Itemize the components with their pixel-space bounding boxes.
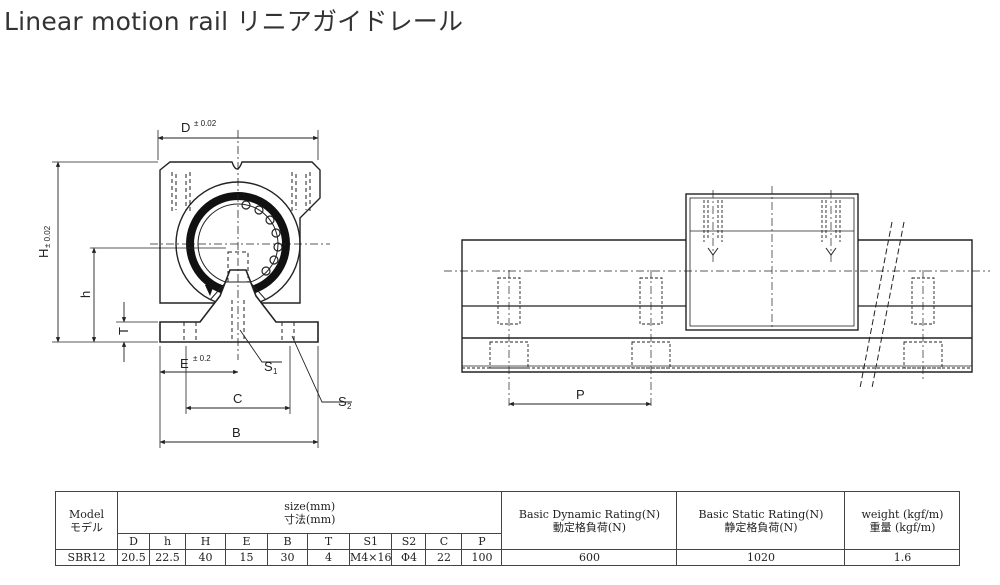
dim-S1-sub: 1 bbox=[273, 367, 278, 376]
static-rating-header-ja: 静定格負荷(N) bbox=[724, 520, 798, 534]
dim-D: D bbox=[181, 120, 190, 135]
static-rating-header-en: Basic Static Rating(N) bbox=[698, 507, 824, 521]
technical-drawing: D ± 0.02 H ± 0.02 h T E ± 0.2 S 1 S 2 C … bbox=[36, 119, 990, 448]
cross-section-view bbox=[52, 130, 352, 448]
model-header: Model モデル bbox=[55, 491, 118, 550]
col-header-B: B bbox=[267, 533, 308, 550]
page-title: Linear motion rail リニアガイドレール bbox=[4, 7, 464, 36]
dynamic-rating-header-ja: 動定格負荷(N) bbox=[552, 520, 627, 534]
dimension-labels: D ± 0.02 H ± 0.02 h T E ± 0.2 S 1 S 2 C … bbox=[36, 119, 352, 440]
dim-T: T bbox=[116, 327, 131, 335]
dynamic-rating-header-en: Basic Dynamic Rating(N) bbox=[518, 507, 661, 521]
col-header-E: E bbox=[225, 533, 268, 550]
cell-dynamic-rating: 600 bbox=[501, 549, 678, 566]
size-header-en: size(mm) bbox=[284, 499, 336, 513]
table-row: SBR12 20.5 22.5 40 15 30 4 M4×16 Φ4 22 1… bbox=[55, 549, 961, 566]
side-view bbox=[444, 186, 990, 408]
col-header-S1: S1 bbox=[348, 533, 393, 550]
cell-h: 22.5 bbox=[149, 549, 186, 566]
dim-S2-sub: 2 bbox=[347, 402, 352, 411]
dynamic-rating-header: Basic Dynamic Rating(N) 動定格負荷(N) bbox=[501, 491, 678, 550]
dim-S1: S bbox=[264, 359, 273, 374]
dim-h: h bbox=[78, 291, 93, 298]
col-header-P: P bbox=[461, 533, 503, 550]
col-header-C: C bbox=[425, 533, 463, 550]
dim-B: B bbox=[232, 425, 241, 440]
weight-header-ja: 重量 (kgf/m) bbox=[869, 520, 936, 534]
cell-weight: 1.6 bbox=[844, 549, 961, 566]
model-header-ja: モデル bbox=[70, 520, 103, 534]
dim-E: E bbox=[180, 356, 189, 371]
dim-E-tolerance: ± 0.2 bbox=[193, 354, 211, 363]
cell-S2: Φ4 bbox=[391, 549, 427, 566]
col-header-H: H bbox=[185, 533, 226, 550]
dim-H-tolerance: ± 0.02 bbox=[43, 225, 52, 248]
cell-D: 20.5 bbox=[117, 549, 150, 566]
cell-static-rating: 1020 bbox=[676, 549, 846, 566]
spec-table: Model モデル size(mm) 寸法(mm) Basic Dynamic … bbox=[55, 491, 961, 566]
cell-T: 4 bbox=[307, 549, 350, 566]
cell-P: 100 bbox=[461, 549, 503, 566]
cell-model: SBR12 bbox=[55, 549, 118, 566]
weight-header: weight (kgf/m) 重量 (kgf/m) bbox=[844, 491, 961, 550]
size-header: size(mm) 寸法(mm) bbox=[116, 491, 503, 534]
cell-E: 15 bbox=[225, 549, 268, 566]
col-header-h: h bbox=[149, 533, 186, 550]
weight-header-en: weight (kgf/m) bbox=[861, 507, 944, 521]
col-header-D: D bbox=[117, 533, 150, 550]
cell-S1: M4×16 bbox=[348, 549, 393, 566]
dim-H: H bbox=[36, 249, 51, 258]
col-header-S2: S2 bbox=[391, 533, 427, 550]
static-rating-header: Basic Static Rating(N) 静定格負荷(N) bbox=[676, 491, 846, 550]
cell-C: 22 bbox=[425, 549, 463, 566]
rolling-ball-icon bbox=[241, 200, 283, 276]
cell-B: 30 bbox=[267, 549, 308, 566]
dim-P: P bbox=[576, 387, 585, 402]
col-header-T: T bbox=[307, 533, 350, 550]
dim-S2: S bbox=[338, 394, 347, 409]
cell-H: 40 bbox=[185, 549, 226, 566]
size-header-ja: 寸法(mm) bbox=[284, 512, 336, 526]
dim-D-tolerance: ± 0.02 bbox=[194, 119, 217, 128]
model-header-en: Model bbox=[69, 507, 104, 521]
dim-C: C bbox=[233, 391, 242, 406]
